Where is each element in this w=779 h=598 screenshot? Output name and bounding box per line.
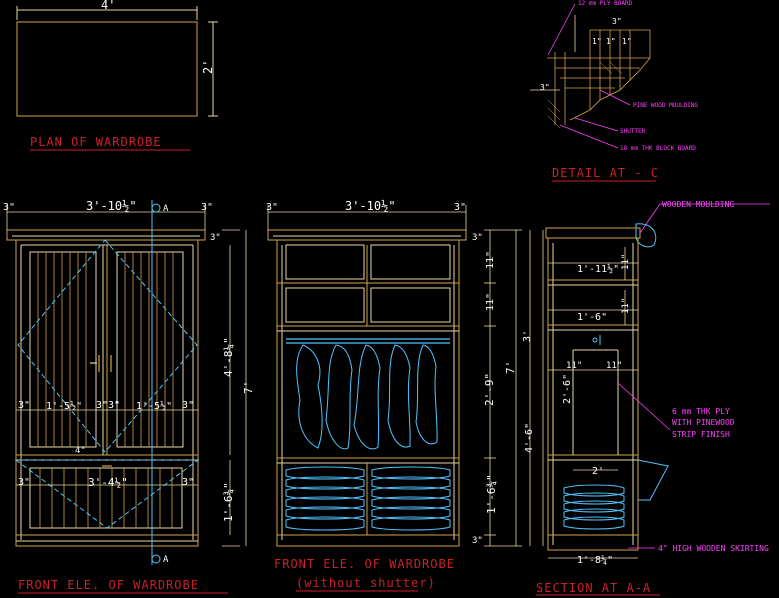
section-h1: 11" (621, 254, 631, 270)
front2-bottom-h: 1'-6¾" (485, 474, 498, 514)
front2-overall-width: 3'-10½" (345, 199, 396, 213)
front-lower-width: 3'-4½" (88, 476, 128, 489)
hanging-clothes (296, 344, 438, 450)
detail-c-drawing (530, 15, 651, 125)
front-upper-height: 4'-8¼" (222, 337, 235, 377)
front2-subtitle: (without shutter) (296, 576, 436, 590)
front-handles (90, 355, 112, 467)
folded-clothes (285, 466, 451, 531)
front-section-line (151, 200, 161, 565)
front2-base-h: 3" (472, 536, 483, 546)
section-base: 1'-8¼" (577, 554, 613, 566)
detail-pine-label: PINE WOOD MOULDING (633, 102, 698, 109)
front-right-edge: 3" (201, 202, 213, 213)
section-moulding-label: WOODEN MOULDING (662, 200, 734, 209)
plan-width-dim: 4' (101, 0, 115, 12)
section-rail: 2'-6" (562, 374, 573, 404)
front-overall-width: 3'-10½" (86, 199, 137, 213)
section-leaders (617, 203, 770, 549)
detail-dim-top: 3" (612, 17, 622, 26)
detail-shutter-label: SHUTTER (620, 128, 646, 135)
front-top-height: 3" (210, 233, 221, 243)
section-shelf2: 1'-6" (577, 312, 607, 323)
front2-title: FRONT ELE. OF WARDROBE (274, 557, 455, 571)
front2-right-edge: 3" (454, 202, 466, 213)
detail-ply-label: 12 mm PLY BOARD (578, 0, 633, 7)
front-left-edge: 3" (3, 202, 15, 213)
detail-c-hatch (547, 61, 623, 129)
hanging-rod (286, 338, 450, 344)
front2-hang-h: 2'-9" (483, 373, 496, 406)
front2-top2-h: 11" (485, 293, 496, 311)
front-section-mark-bot: A (163, 555, 169, 565)
detail-dim-q1: 1" (592, 37, 602, 46)
section-h2: 11" (621, 298, 631, 314)
front2-dims-lines (267, 205, 522, 547)
front-stile-right: 3" (182, 400, 194, 411)
section-shelf1: 1'-11½" (577, 263, 619, 275)
section-ply-note-1: 6 mm THK PLY (672, 407, 730, 416)
front2-left-edge: 3" (266, 202, 278, 213)
front-lower-height: 1'-6¾" (222, 482, 235, 522)
detail-block-label: 18 mm THK BLOCK BOARD (620, 145, 696, 152)
front2-height: 7' (504, 361, 517, 374)
section-height: 3' (522, 330, 533, 342)
section-folded-clothes (563, 484, 625, 530)
section-title: SECTION AT A-A (536, 581, 651, 595)
front-height: 7' (242, 381, 255, 394)
front-title: FRONT ELE. OF WARDROBE (18, 578, 199, 592)
front-stile-left: 3" (18, 400, 30, 411)
front-stile-mid2: 3" (108, 400, 120, 411)
detail-c-leaders (547, 3, 631, 149)
front-lower-right: 3" (182, 477, 194, 488)
detail-title: DETAIL AT - C (552, 166, 659, 180)
section-rod-left: 11" (566, 361, 582, 371)
front2-top-h: 11" (485, 251, 496, 269)
section-ply-note-3: STRIP FINISH (672, 430, 730, 439)
detail-dim-q2: 1" (606, 37, 616, 46)
front-dims-lines (6, 205, 247, 547)
section-rod-right: 11" (606, 361, 622, 371)
section-ply-note-2: WITH PINEWOOD (672, 418, 735, 427)
section-dims-lines (529, 230, 638, 559)
plan-view (16, 6, 218, 117)
front-elevation (6, 229, 206, 547)
front2-trim-h: 3" (472, 233, 483, 243)
section-total: 4'-6" (524, 423, 535, 453)
section-skirting-label: 4" HIGH WOODEN SKIRTING (658, 544, 769, 553)
front-panel-a: 1'-5½" (46, 400, 82, 412)
plan-depth-dim: 2' (201, 60, 215, 74)
front-section-mark-top: A (163, 204, 169, 214)
detail-dim-side: 3" (540, 83, 550, 92)
detail-dim-q3: 1" (622, 37, 632, 46)
plan-title: PLAN OF WARDROBE (30, 135, 162, 149)
front-lower-left: 3" (18, 477, 30, 488)
section-depth: 2' (592, 466, 604, 477)
front-mid-dim: 4" (75, 446, 86, 456)
front-no-shutter-elevation (267, 229, 467, 547)
front-door-grooves (37, 252, 174, 528)
front-stile-mid: 3" (96, 400, 108, 411)
front-panel-b: 1'-5½" (136, 400, 172, 412)
